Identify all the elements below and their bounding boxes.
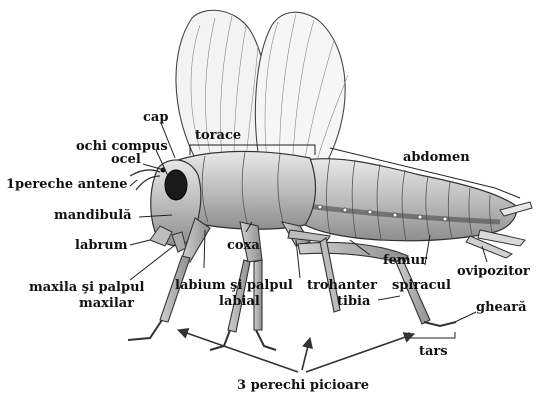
label-ovipozitor: ovipozitor: [457, 264, 530, 279]
label-labium-1: labium şi palpul: [175, 278, 293, 293]
label-maxila-2: maxilar: [79, 296, 134, 311]
label-femur: femur: [383, 253, 427, 268]
label-maxila-1: maxila şi palpul: [29, 280, 145, 295]
label-tars: tars: [419, 344, 448, 359]
label-ocel: ocel: [111, 152, 141, 167]
label-trohanter: trohanter: [307, 278, 377, 293]
label-abdomen: abdomen: [403, 150, 470, 165]
label-tibia: tibia: [337, 294, 371, 309]
label-gheara: gheară: [476, 300, 527, 315]
label-labrum: labrum: [75, 238, 128, 253]
label-coxa: coxa: [227, 238, 260, 253]
compound-eye-shape: [165, 170, 187, 200]
label-labium-2: labial: [219, 294, 260, 309]
label-torace: torace: [195, 128, 241, 143]
label-3-perechi-picioare: 3 perechi picioare: [237, 378, 369, 393]
label-cap: cap: [143, 110, 168, 125]
abdomen-body: [300, 158, 516, 241]
label-spiracul: spiracul: [392, 278, 451, 293]
label-mandibula: mandibulă: [54, 208, 132, 223]
label-antene: 1pereche antene: [6, 177, 128, 192]
insect-illustration: [128, 10, 532, 350]
legs-pointer-arrows: [178, 330, 414, 372]
